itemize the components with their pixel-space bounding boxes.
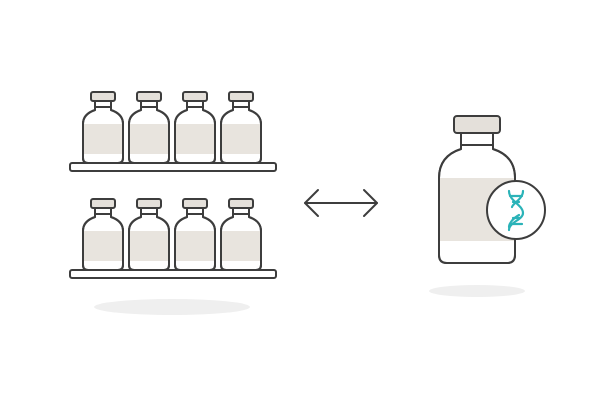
vial xyxy=(128,198,170,271)
top-shelf xyxy=(69,91,277,172)
bottom-shelf xyxy=(69,198,277,279)
shelf-unit xyxy=(69,91,277,315)
shelf-shadow xyxy=(94,299,250,315)
double-headed-arrow-icon xyxy=(304,189,378,217)
dna-badge xyxy=(486,180,546,240)
bottle-neck xyxy=(460,132,494,146)
vial xyxy=(220,91,262,164)
shelf-board xyxy=(69,162,277,172)
dna-icon xyxy=(507,189,525,232)
shelf-board xyxy=(69,269,277,279)
vial xyxy=(128,91,170,164)
vial xyxy=(82,198,124,271)
vial xyxy=(82,91,124,164)
bottle-cap xyxy=(453,115,501,134)
vial xyxy=(220,198,262,271)
vial xyxy=(174,91,216,164)
bottle-shadow xyxy=(429,285,525,297)
single-bottle xyxy=(429,115,546,297)
vial xyxy=(174,198,216,271)
